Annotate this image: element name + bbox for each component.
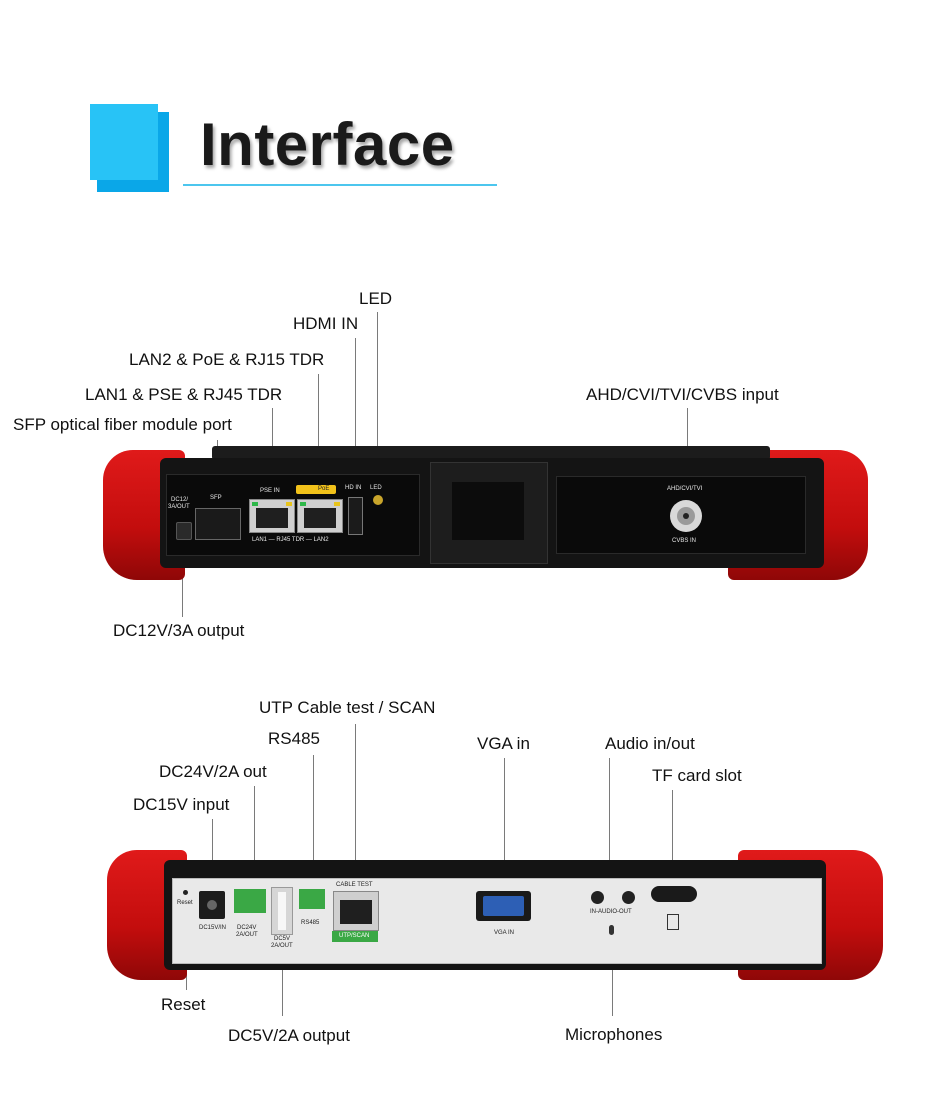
- reset-text: Reset: [177, 900, 193, 906]
- audio-in-jack[interactable]: [591, 891, 604, 904]
- label-led: LED: [359, 289, 393, 308]
- dc24-text-b: 2A/OUT: [236, 932, 258, 938]
- label-audio: Audio in/out: [605, 734, 695, 753]
- line-tf: [672, 790, 673, 878]
- hd-in-text: HD IN: [345, 485, 362, 491]
- label-mic: Microphones: [565, 1025, 663, 1044]
- bnc-connector[interactable]: [670, 500, 702, 532]
- line-lan1: [272, 408, 273, 482]
- label-reset: Reset: [161, 995, 206, 1014]
- dc5-text-a: DC5V: [274, 936, 291, 942]
- label-lan1: LAN1 & PSE & RJ45 TDR: [85, 385, 283, 404]
- line-dc12: [182, 543, 183, 617]
- dc12-text-b: 3A/OUT: [168, 504, 190, 510]
- audio-out-jack[interactable]: [622, 891, 635, 904]
- vga-port[interactable]: [476, 891, 531, 921]
- cable-test-text: CABLE TEST: [336, 882, 373, 888]
- sd-card-icon: [667, 914, 679, 930]
- title-underline: [183, 184, 497, 186]
- utp-scan-badge: [332, 931, 378, 942]
- label-dc15: DC15V input: [133, 795, 230, 814]
- hdmi-port[interactable]: [348, 497, 363, 535]
- microphone-icon: [609, 925, 614, 935]
- label-dc12: DC12V/3A output: [113, 621, 245, 640]
- reset-hole[interactable]: [183, 890, 188, 895]
- dc15-jack[interactable]: [199, 891, 225, 919]
- pse-in-text: PSE IN: [260, 488, 280, 494]
- dc24-text-a: DC24V: [237, 925, 257, 931]
- lan1-port[interactable]: [249, 499, 295, 533]
- ahd-text: AHD/CVI/TVI: [667, 486, 703, 492]
- poe-badge: [296, 485, 336, 494]
- label-rs485: RS485: [268, 729, 320, 748]
- page-title: Interface: [200, 111, 455, 178]
- dc15-text: DC15V/IN: [199, 925, 227, 931]
- usb-port[interactable]: [271, 887, 293, 935]
- top-ridge: [212, 446, 770, 460]
- sfp-port[interactable]: [195, 508, 241, 540]
- tf-card-slot[interactable]: [651, 886, 697, 902]
- lan-row-text: LAN1 — RJ45 TDR — LAN2: [252, 537, 329, 543]
- sfp-text: SFP: [210, 495, 222, 501]
- dc24-terminal[interactable]: [234, 889, 266, 913]
- label-hdmi-in: HDMI IN: [293, 314, 359, 333]
- lan2-port[interactable]: [297, 499, 343, 533]
- label-sfp: SFP optical fiber module port: [13, 415, 232, 434]
- label-vga: VGA in: [477, 734, 530, 753]
- line-mic: [612, 940, 613, 1016]
- led-indicator: [373, 495, 383, 505]
- label-utp: UTP Cable test / SCAN: [259, 698, 436, 717]
- poe-text: PoE: [318, 486, 330, 492]
- label-tf: TF card slot: [652, 766, 742, 785]
- line-vga: [504, 758, 505, 878]
- rs485-text: RS485: [301, 920, 320, 926]
- utp-port[interactable]: [333, 891, 379, 931]
- rs485-terminal[interactable]: [299, 889, 325, 909]
- vga-in-text: VGA IN: [494, 930, 515, 936]
- line-dc24: [254, 786, 255, 878]
- led-text: LED: [370, 485, 382, 491]
- dc12-jack[interactable]: [176, 522, 192, 540]
- label-dc5: DC5V/2A output: [228, 1026, 350, 1045]
- utp-scan-text: UTP/SCAN: [339, 933, 370, 939]
- line-rs485: [313, 755, 314, 877]
- line-audio: [609, 758, 610, 878]
- line-hdmi: [355, 338, 356, 482]
- cvbs-text: CVBS IN: [672, 538, 697, 544]
- line-dc15: [212, 819, 213, 878]
- dc12-text: DC12/: [171, 497, 189, 503]
- dc5-text-b: 2A/OUT: [271, 943, 293, 949]
- label-ahd: AHD/CVI/TVI/CVBS input: [586, 385, 779, 404]
- line-ahd: [687, 408, 688, 482]
- line-lan2: [318, 374, 319, 482]
- label-lan2: LAN2 & PoE & RJ15 TDR: [129, 350, 325, 369]
- label-dc24: DC24V/2A out: [159, 762, 267, 781]
- line-dc5: [282, 944, 283, 1016]
- header-square: [90, 104, 158, 180]
- line-led: [377, 312, 378, 482]
- center-recess: [452, 482, 524, 540]
- line-utp: [355, 724, 356, 878]
- audio-text: IN-AUDIO-OUT: [590, 909, 632, 915]
